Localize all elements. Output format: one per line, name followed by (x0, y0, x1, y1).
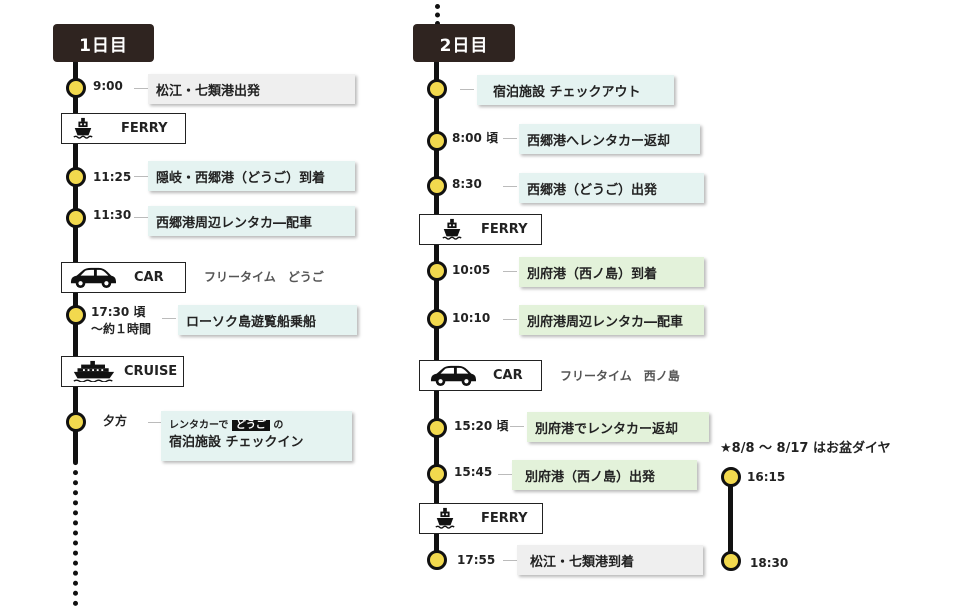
day2-time-5: 10:10 (452, 311, 491, 325)
obon-arrive-time: 18:30 (750, 556, 789, 570)
transport-label: FERRY (481, 222, 528, 237)
day1-node-5 (66, 412, 86, 432)
day1-transport-ferry: FERRY (61, 113, 186, 144)
connector (134, 88, 148, 89)
day1-time-1: 9:00 (93, 79, 123, 93)
day1-card-2: 隠岐・西郷港（どうご）到着 (148, 161, 355, 191)
transport-label: CAR (134, 270, 164, 285)
card-text: 宿泊施設 チェックイン (169, 435, 304, 450)
day2-transport-ferry-2: FERRY (419, 503, 543, 534)
day2-card-4: 別府港（西ノ島）到着 (519, 257, 704, 287)
transport-label: FERRY (121, 121, 168, 136)
connector (134, 217, 148, 218)
day1-time-4b: ～約１時間 (91, 322, 152, 336)
day2-time-6: 15:20 頃 (454, 419, 509, 433)
car-icon (68, 266, 118, 289)
day2-card-3: 西郷港（どうご）出発 (519, 173, 704, 203)
day1-time-5: 夕方 (103, 414, 128, 428)
day2-time-3: 8:30 (452, 177, 482, 191)
transport-label: FERRY (481, 511, 528, 526)
day1-card-3: 西郷港周辺レンタカ―配車 (148, 206, 355, 236)
connector (498, 474, 512, 475)
connector (503, 319, 517, 320)
connector (503, 138, 517, 139)
card-text: レンタカーで (169, 420, 229, 431)
day1-card-4: ローソク島遊覧船乗船 (178, 305, 357, 335)
day2-transport-car: CAR (419, 360, 542, 391)
cruise-ship-icon (72, 360, 116, 382)
connector (460, 89, 474, 90)
connector (503, 271, 517, 272)
day1-time-4a: 17:30 頃 (91, 305, 146, 319)
connector (148, 422, 162, 423)
day2-node-8 (427, 550, 447, 570)
ferry-icon (441, 218, 463, 240)
car-icon (428, 364, 478, 387)
day1-card-1: 松江・七類港出発 (148, 74, 355, 104)
connector (510, 426, 524, 427)
day2-node-5 (427, 309, 447, 329)
day2-node-4 (427, 261, 447, 281)
day2-card-5: 別府港周辺レンタカ―配車 (519, 305, 704, 335)
card-text: の (273, 420, 284, 431)
obon-schedule-note: ★8/8 ～ 8/17 はお盆ダイヤ (720, 441, 891, 456)
day1-timeline-dotted (73, 440, 78, 606)
connector (162, 318, 176, 319)
day1-card-5: レンタカーで どうご の 宿泊施設 チェックイン (161, 411, 352, 461)
day2-card-8: 松江・七類港到着 (517, 545, 703, 575)
transport-label: CRUISE (124, 364, 178, 379)
day2-node-1 (427, 79, 447, 99)
day2-card-1: 宿泊施設 チェックアウト (477, 75, 674, 105)
day1-header: 1日目 (53, 24, 154, 62)
day1-free-time-note: フリータイム どうご (204, 270, 324, 284)
connector (503, 186, 517, 187)
day1-time-3: 11:30 (93, 208, 132, 222)
connector (503, 560, 517, 561)
day2-card-6: 別府港でレンタカー返却 (527, 412, 709, 442)
day2-node-3 (427, 176, 447, 196)
day2-time-8: 17:55 (457, 553, 496, 567)
day2-card-2: 西郷港へレンタカー返却 (519, 124, 700, 154)
day2-node-2 (427, 131, 447, 151)
day1-node-3 (66, 208, 86, 228)
day2-header: 2日目 (413, 24, 515, 62)
ferry-icon (72, 117, 94, 139)
day2-card-7: 別府港（西ノ島）出発 (512, 460, 697, 490)
day2-node-7 (427, 464, 447, 484)
day2-node-6 (427, 418, 447, 438)
transport-label: CAR (493, 368, 523, 383)
obon-depart-time: 16:15 (747, 470, 786, 484)
day1-transport-car: CAR (61, 262, 186, 293)
ferry-icon (434, 507, 456, 529)
day2-timeline-dotted-top (435, 4, 440, 26)
day2-time-7: 15:45 (454, 465, 493, 479)
obon-branch-line (728, 477, 733, 561)
day1-node-1 (66, 78, 86, 98)
day1-transport-cruise: CRUISE (61, 356, 184, 387)
day2-transport-ferry-1: FERRY (419, 214, 542, 245)
obon-node-arrive (721, 551, 741, 571)
day1-node-4 (66, 305, 86, 325)
connector (134, 176, 148, 177)
highlight-dougo: どうご (231, 420, 270, 431)
day2-time-4: 10:05 (452, 263, 491, 277)
obon-node-depart (721, 467, 741, 487)
day1-time-2: 11:25 (93, 170, 132, 184)
day1-node-2 (66, 167, 86, 187)
day2-free-time-note: フリータイム 西ノ島 (560, 369, 680, 383)
day2-time-2: 8:00 頃 (452, 131, 499, 145)
